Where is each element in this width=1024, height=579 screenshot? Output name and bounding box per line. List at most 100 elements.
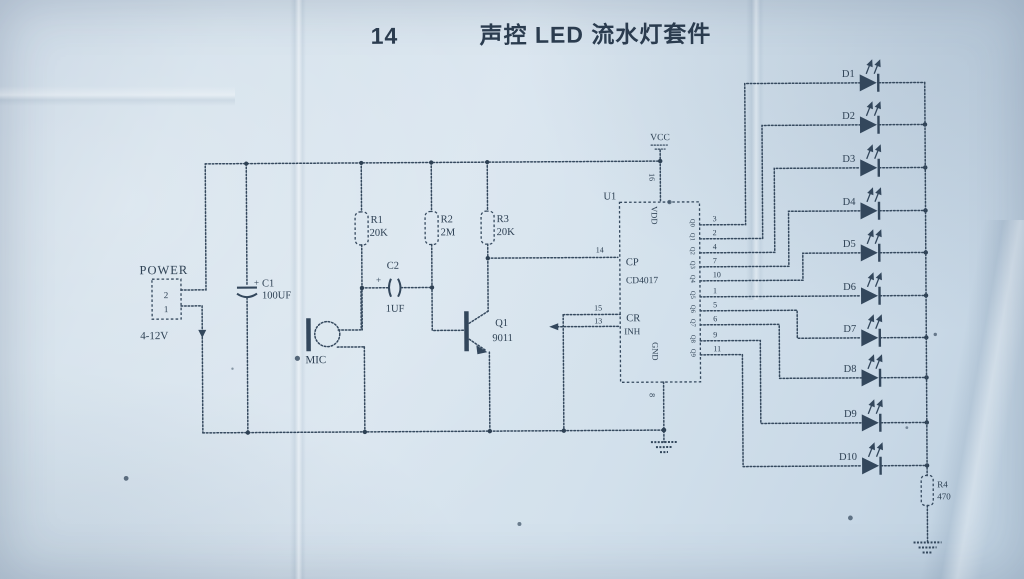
led-label: D3	[842, 154, 855, 165]
led-label: D1	[842, 69, 855, 80]
led-label: D9	[844, 409, 857, 420]
resistor-r2: R2 2M	[424, 161, 465, 332]
ic-q-label: Q2	[689, 247, 696, 255]
c2-ref: C2	[387, 261, 399, 272]
ic-q-label: Q0	[689, 219, 696, 227]
led-label: D7	[843, 324, 856, 335]
resistor-r3: R3 20K	[480, 161, 516, 312]
wire-mic-ground	[336, 346, 366, 433]
page-number: 14	[371, 23, 399, 49]
ic-cr-label: CR	[626, 313, 640, 324]
ic-gnd-label: GND	[650, 342, 660, 360]
power-label: POWER	[139, 263, 188, 277]
r4-value: 470	[937, 491, 951, 501]
ic-cp-label: CP	[626, 257, 639, 268]
c1-value: 100UF	[262, 290, 291, 301]
ic-inh-label: INH	[624, 326, 641, 336]
c1-ref: C1	[262, 278, 274, 289]
led-anode-triangle-icon	[860, 244, 878, 262]
c2-plate-neg	[397, 278, 402, 298]
power-pin-1: 1	[164, 304, 169, 314]
r4-body	[920, 474, 934, 507]
ic-vdd-label: VDD	[649, 206, 659, 224]
ic-q-label: Q1	[689, 233, 696, 241]
transistor-q1: Q1 9011	[464, 310, 513, 432]
mic-label: MIC	[305, 354, 326, 366]
r3-value: 20K	[497, 227, 516, 238]
capacitor-c1: + C1 100UF	[236, 162, 291, 434]
wire-pin15-13-gnd	[562, 313, 565, 432]
c1-plate-neg	[236, 292, 258, 299]
led-emission-arrowhead-icon	[874, 101, 881, 110]
power-pin-2: 2	[164, 290, 169, 300]
wire-arrow-mark	[198, 329, 207, 338]
led-emission-arrowhead-icon	[867, 187, 874, 196]
led-emission-arrowhead-icon	[866, 144, 874, 153]
power-voltage: 4-12V	[140, 330, 168, 342]
q1-value: 9011	[492, 333, 513, 344]
mic-body-icon	[314, 320, 341, 348]
wire-output-4	[699, 210, 862, 268]
r2-value: 2M	[441, 227, 456, 238]
q1-base-bar	[464, 311, 469, 352]
wire-output-8	[699, 323, 863, 380]
led-label: D4	[843, 197, 857, 208]
q1-emitter-arrow-icon	[476, 345, 488, 355]
c2-plus: +	[376, 275, 381, 285]
ground-symbol-icon	[650, 440, 677, 454]
led-anode-triangle-icon	[862, 457, 880, 475]
led-emission-arrowhead-icon	[875, 187, 882, 196]
led-anode-triangle-icon	[860, 202, 878, 220]
led-label: D8	[844, 364, 857, 375]
ic-ground-net: 8	[648, 381, 677, 454]
wire-output-1	[698, 82, 861, 226]
led-emission-arrowhead-icon	[876, 442, 883, 451]
wire-output-3	[699, 167, 862, 254]
q1-collector-lead	[468, 310, 489, 325]
led-emission-arrowhead-icon	[866, 101, 873, 110]
led-emission-arrowhead-icon	[875, 314, 883, 323]
led-anode-triangle-icon	[859, 116, 878, 134]
r1-ref: R1	[371, 215, 383, 226]
led-emission-arrowhead-icon	[874, 59, 881, 68]
c2-value: 1UF	[386, 304, 405, 315]
led-label: D5	[843, 239, 856, 250]
led-anode-triangle-icon	[861, 329, 879, 347]
r3-ref: R3	[497, 214, 509, 225]
led-emission-arrowhead-icon	[867, 272, 874, 281]
wire-mic-signal	[337, 287, 362, 331]
ic-q-label: Q6	[689, 305, 696, 314]
q1-emitter-lead	[468, 338, 487, 351]
ic-q-label: Q8	[689, 335, 696, 343]
wire-output-7	[699, 309, 863, 340]
led-label: D6	[843, 282, 856, 293]
paper-specks	[123, 199, 937, 526]
r2-body	[424, 210, 439, 246]
led-emission-arrowhead-icon	[874, 144, 882, 153]
led-emission-arrowhead-icon	[876, 354, 883, 363]
wire-r2-to-base	[430, 243, 465, 332]
wire-collector-to-cp	[487, 256, 619, 259]
ic-output-pin-number: 7	[713, 256, 717, 265]
ic-q-label: Q3	[689, 261, 696, 269]
ic-ref: U1	[603, 191, 616, 202]
led-emission-arrowhead-icon	[868, 399, 875, 408]
led-emission-arrowhead-icon	[866, 59, 873, 68]
led-channel-4: 7Q3 D4	[689, 187, 928, 269]
wire-cathode-rail	[923, 81, 928, 477]
r2-ref: R2	[441, 214, 453, 225]
led-emission-arrowhead-icon	[867, 229, 874, 238]
ic-output-pin-number: 5	[713, 300, 717, 309]
ic-part-number: CD4017	[626, 276, 659, 286]
led-anode-triangle-icon	[861, 414, 879, 432]
wire-arrow-mark	[549, 323, 559, 331]
ic-pin15-number: 15	[594, 303, 602, 312]
